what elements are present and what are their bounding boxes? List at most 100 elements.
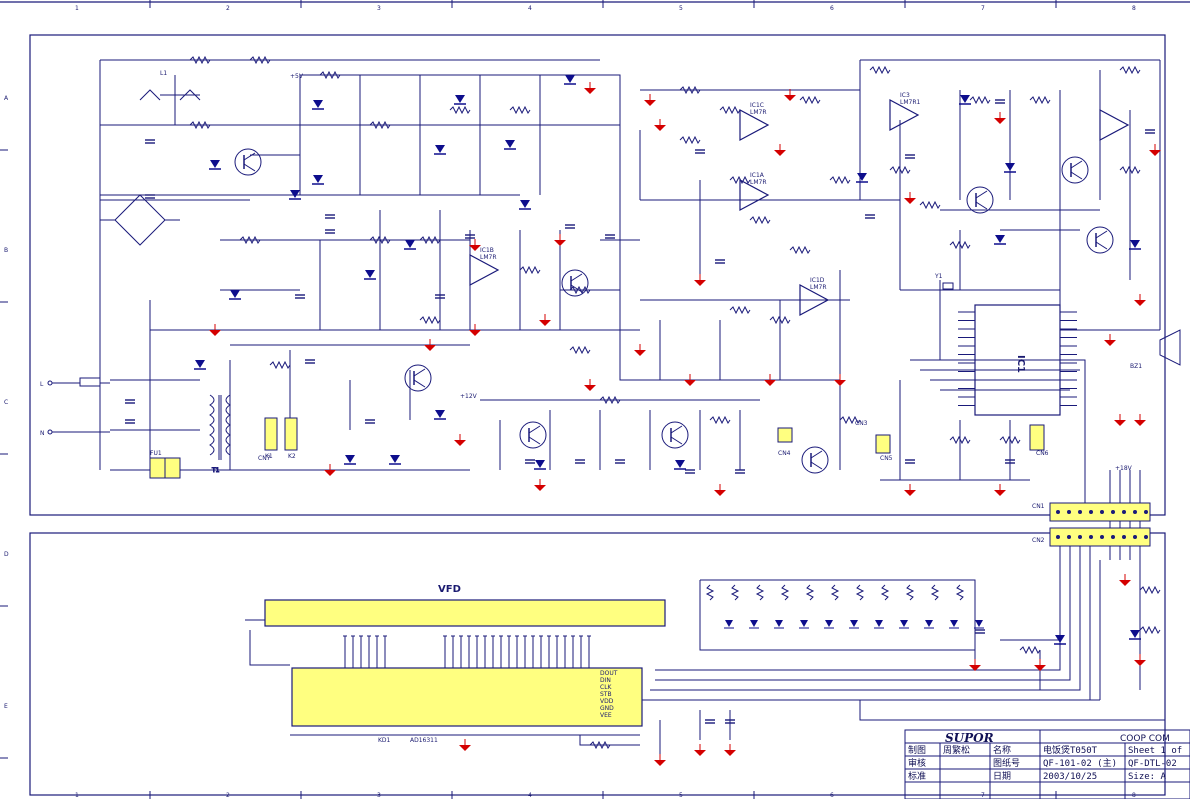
led-resistor — [705, 584, 715, 601]
ground-symbol — [634, 350, 646, 356]
diode — [1005, 163, 1015, 171]
transistor — [661, 421, 689, 449]
resistor — [369, 120, 391, 130]
led-resistor — [930, 584, 940, 601]
transistor-collector — [1095, 230, 1108, 239]
border-col-mark: 5 — [679, 792, 683, 799]
ground-symbol — [994, 118, 1006, 124]
ground-symbol — [1119, 580, 1131, 586]
ground-symbol — [1134, 300, 1146, 306]
resistor — [949, 435, 971, 445]
connector-pin — [1122, 535, 1126, 539]
border-col-mark: 2 — [226, 5, 230, 12]
transistor-collector — [975, 190, 988, 199]
mcu-ic1: IC1 — [958, 304, 1077, 416]
opamp-label: IC1D — [810, 277, 825, 284]
resistor — [729, 305, 751, 315]
resistor — [269, 360, 291, 370]
diode — [535, 460, 545, 468]
resistor — [869, 65, 891, 75]
transistor-collector — [413, 368, 426, 377]
diode — [435, 145, 445, 153]
resistor — [569, 285, 591, 295]
transistor — [1061, 156, 1089, 184]
led-resistor — [955, 584, 965, 601]
transistor-emitter — [528, 436, 541, 445]
diode — [505, 140, 515, 148]
ac-input-l: L — [40, 381, 44, 388]
vfd-pin-label: CLK — [600, 684, 613, 691]
vfd-part-label: KD1 — [378, 737, 391, 744]
title-block-cell: 周繁松 — [943, 744, 970, 756]
border-col-mark: 3 — [377, 792, 381, 799]
resistor — [919, 200, 941, 210]
transistor-collector — [243, 152, 256, 161]
led-resistor — [805, 584, 815, 601]
resistor — [519, 265, 541, 275]
led-resistor — [830, 584, 840, 601]
ground-symbol — [654, 125, 666, 131]
border-col-mark: 8 — [1132, 5, 1136, 12]
ground-symbol — [584, 385, 596, 391]
resistor — [679, 85, 701, 95]
transistor-emitter — [810, 461, 823, 470]
opamp-label: LM7R1 — [900, 99, 921, 106]
component-layer — [125, 55, 1161, 750]
opamp — [799, 283, 830, 317]
transistor-collector — [670, 425, 683, 434]
led — [725, 620, 733, 627]
resistor — [1119, 165, 1141, 175]
transistor — [404, 364, 432, 392]
ground-symbol — [1104, 340, 1116, 346]
resistor — [889, 165, 911, 175]
wiring-upper — [99, 59, 1161, 560]
opamp-label: IC1A — [750, 172, 765, 179]
ground-symbol — [1149, 150, 1161, 156]
vfd-part-number: AD16311 — [410, 737, 438, 744]
title-block-cell: 2003/10/25 — [1043, 772, 1097, 782]
coil-label: L1 — [160, 70, 167, 77]
led-resistor — [730, 584, 740, 601]
connector-pin — [1056, 535, 1060, 539]
resistor — [1019, 645, 1041, 655]
resistor — [1029, 95, 1051, 105]
crystal-label: Y1 — [934, 273, 943, 280]
connector-pin — [1078, 510, 1082, 514]
title-block-cell: 制图 — [908, 744, 926, 756]
ground-symbol — [539, 320, 551, 326]
ground-symbol — [1134, 420, 1146, 426]
border-col-mark: 7 — [981, 792, 985, 799]
ground-symbol — [324, 470, 336, 476]
diode — [1130, 630, 1140, 638]
ground-symbol — [454, 440, 466, 446]
led — [850, 620, 858, 627]
resistor — [679, 135, 701, 145]
vfd-pin-label: STB — [600, 691, 612, 698]
power-rail-label: +18V — [1115, 465, 1133, 472]
transistor — [1086, 226, 1114, 254]
transistor-collector — [1070, 160, 1083, 169]
vfd-pin-label: DIN — [600, 677, 611, 684]
connector-pin — [1144, 510, 1148, 514]
ground-symbol — [764, 380, 776, 386]
opamp — [739, 178, 770, 212]
connector-label: CN4 — [778, 450, 791, 457]
led — [825, 620, 833, 627]
resistor — [1119, 65, 1141, 75]
diode — [405, 240, 415, 248]
ac-input-n: N — [40, 430, 45, 437]
ac-input: L N — [40, 377, 110, 437]
ground-symbol — [554, 240, 566, 246]
border-col-mark: 1 — [75, 792, 79, 799]
connector-pin — [1100, 510, 1104, 514]
resistor — [369, 235, 391, 245]
diode — [390, 455, 400, 463]
title-block-cell: 电饭煲T050T — [1043, 744, 1098, 756]
border-col-mark: 1 — [75, 5, 79, 12]
diode — [995, 235, 1005, 243]
diode — [230, 290, 240, 298]
